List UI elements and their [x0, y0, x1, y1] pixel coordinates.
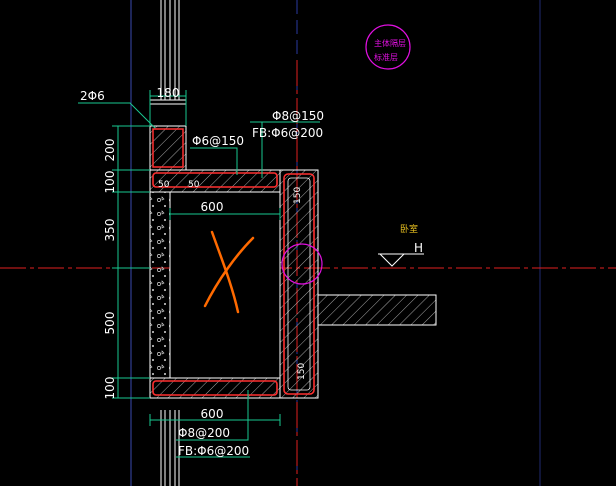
side-top-label: 150 [293, 187, 303, 204]
stamp-circle [365, 24, 411, 70]
magenta-marker-circle [281, 243, 323, 285]
bottom-stirrup-label: Φ8@200 [178, 426, 230, 440]
side-bottom-label: 150 [297, 363, 307, 380]
top-dimension [149, 90, 187, 126]
handwritten-x-icon [203, 230, 255, 314]
stamp-line2: 标准层 [374, 52, 398, 62]
annotation-text: 180 2Φ6 Φ6@150 Φ8@150 FB:Φ6@200 600 600 … [80, 38, 423, 458]
dim-100-top: 100 [103, 171, 117, 194]
left-dimension-values: 200 100 350 500 100 [103, 139, 117, 400]
left-dimension-chain [112, 125, 150, 399]
cover-right-label: 50 [188, 180, 200, 190]
top-width-label: 180 [157, 86, 180, 100]
stamp-line1: 主体隔层 [374, 38, 406, 48]
corner-bars-label: 2Φ6 [80, 89, 105, 103]
dim-200: 200 [103, 139, 117, 162]
stirrup-upper-label: Φ6@150 [192, 134, 244, 148]
upper-column [149, 99, 187, 171]
level-mark-label: H [414, 241, 423, 255]
fb-bottom-label: FB:Φ6@200 [178, 444, 249, 458]
cover-left-label: 50 [158, 180, 170, 190]
dim-500: 500 [103, 312, 117, 335]
fb-top-label: FB:Φ6@200 [252, 126, 323, 140]
width-top-label: 600 [201, 200, 224, 214]
room-label: 卧室 [400, 223, 418, 235]
width-bottom-label: 600 [201, 407, 224, 421]
wall-lines [160, 0, 180, 486]
leader-lines [78, 102, 320, 458]
dim-100-bottom: 100 [103, 377, 117, 400]
stirrup-right-label: Φ8@150 [272, 109, 324, 123]
width-dimensions [149, 208, 281, 426]
rebar-cage [152, 172, 315, 396]
dim-350: 350 [103, 219, 117, 242]
elevation-triangle-icon [378, 253, 424, 267]
